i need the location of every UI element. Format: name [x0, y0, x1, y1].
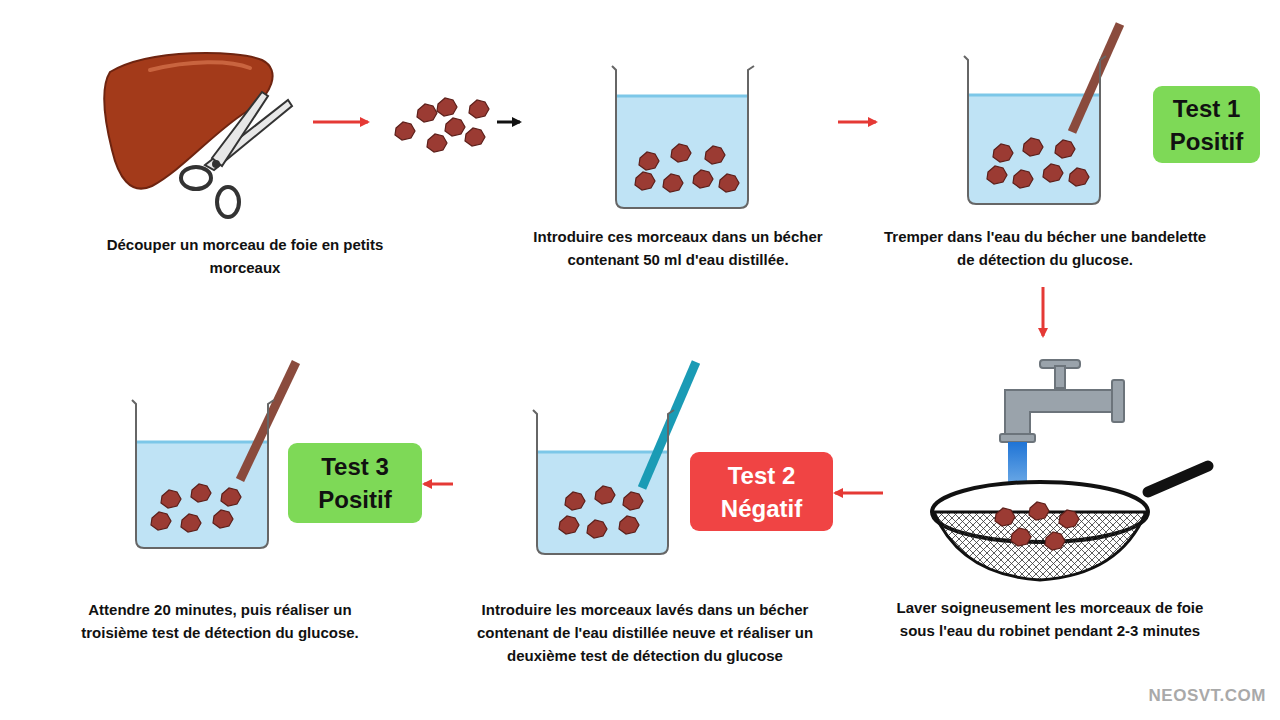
procedure-step: Découper un morceau de foie en petits mo…: [95, 55, 495, 290]
flow-arrow: [1042, 287, 1045, 336]
step-caption: Introduire ces morceaux dans un bécher c…: [522, 225, 834, 271]
flow-arrow: [313, 121, 368, 124]
flow-arrow: [497, 121, 520, 124]
test-result-text: Test 1 Positif: [1161, 92, 1252, 158]
step-caption: Tremper dans l'eau du bécher une bandele…: [880, 225, 1210, 271]
watermark: NEOSVT.COM: [1149, 686, 1266, 706]
beaker: [964, 24, 1120, 204]
test-result-text: Test 3 Positif: [296, 450, 414, 516]
step-caption: Attendre 20 minutes, puis réaliser un tr…: [70, 598, 370, 644]
beaker: [612, 66, 754, 208]
flow-arrow: [424, 483, 453, 486]
beaker: [132, 362, 296, 548]
step-caption: Découper un morceau de foie en petits mo…: [95, 233, 395, 279]
test-result-badge: Test 1 Positif: [1153, 86, 1260, 163]
flow-arrow: [838, 121, 876, 124]
procedure-step: Attendre 20 minutes, puis réaliser un tr…: [60, 355, 422, 670]
water-tap: [1000, 360, 1124, 442]
flow-arrow: [835, 492, 883, 495]
scissors: [181, 92, 292, 217]
procedure-step: Introduire les morceaux lavés dans un bé…: [455, 355, 833, 671]
procedure-step: Introduire ces morceaux dans un bécher c…: [522, 55, 836, 290]
test-result-badge: Test 2 Négatif: [690, 452, 833, 531]
procedure-step: Laver soigneusement les morceaux de foie…: [885, 338, 1225, 670]
test-result-text: Test 2 Négatif: [698, 459, 825, 525]
step-caption: Laver soigneusement les morceaux de foie…: [890, 596, 1210, 642]
liver: [104, 53, 272, 189]
step-caption: Introduire les morceaux lavés dans un bé…: [459, 598, 831, 667]
sieve: [932, 466, 1208, 580]
procedure-step: Tremper dans l'eau du bécher une bandele…: [878, 45, 1260, 285]
liver-pieces: [395, 98, 489, 152]
test-result-badge: Test 3 Positif: [288, 443, 422, 523]
beaker: [533, 362, 696, 554]
